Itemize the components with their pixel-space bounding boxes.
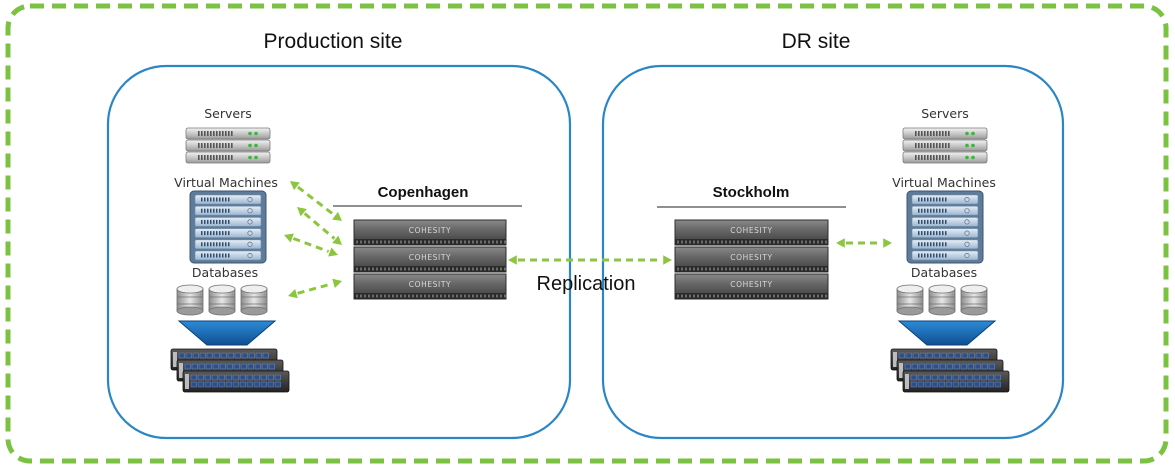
cohesity-brand-text: COHESITY bbox=[409, 253, 451, 262]
cohesity-brand-text: COHESITY bbox=[409, 280, 451, 289]
stockholm-to-dr-vm-arrow bbox=[836, 238, 892, 248]
stockholm-appliance-stack: COHESITY COHESITY COHESITY bbox=[674, 219, 829, 300]
dr-servers-label: Servers bbox=[921, 106, 969, 121]
production-servers-label: Servers bbox=[204, 106, 252, 121]
vm-to-copenhagen-arrow-3 bbox=[297, 207, 342, 245]
stockholm-label: Stockholm bbox=[712, 184, 790, 201]
production-vms-label: Virtual Machines bbox=[174, 175, 278, 190]
production-vm-icon bbox=[189, 190, 267, 264]
vm-to-copenhagen-arrow-2 bbox=[284, 233, 338, 257]
dr-databases-label: Databases bbox=[910, 265, 978, 280]
cohesity-brand-text: COHESITY bbox=[730, 280, 772, 289]
production-site-title: Production site bbox=[263, 30, 403, 53]
cohesity-brand-text: COHESITY bbox=[730, 253, 772, 262]
production-database-icon bbox=[176, 284, 268, 316]
dr-storage-icon bbox=[890, 320, 1010, 393]
dr-database-icon bbox=[896, 284, 988, 316]
production-servers-icon bbox=[185, 127, 271, 164]
cohesity-brand-text: COHESITY bbox=[409, 226, 451, 235]
production-site-box bbox=[106, 64, 572, 440]
dr-vm-icon bbox=[906, 190, 984, 264]
outer-frame bbox=[5, 3, 1169, 464]
dr-servers-icon bbox=[902, 127, 988, 164]
copenhagen-label: Copenhagen bbox=[377, 184, 469, 201]
replication-label: Replication bbox=[536, 273, 636, 295]
dr-vms-label: Virtual Machines bbox=[892, 175, 996, 190]
vm-to-copenhagen-arrow-1 bbox=[290, 181, 342, 221]
production-storage-icon bbox=[170, 320, 290, 393]
db-to-copenhagen-arrow bbox=[288, 278, 342, 299]
replication-arrow bbox=[508, 255, 672, 265]
dr-site-title: DR site bbox=[781, 30, 851, 53]
copenhagen-appliance-stack: COHESITY COHESITY COHESITY bbox=[353, 219, 507, 300]
cohesity-brand-text: COHESITY bbox=[730, 226, 772, 235]
production-databases-label: Databases bbox=[191, 265, 259, 280]
dr-site-box bbox=[601, 64, 1065, 440]
